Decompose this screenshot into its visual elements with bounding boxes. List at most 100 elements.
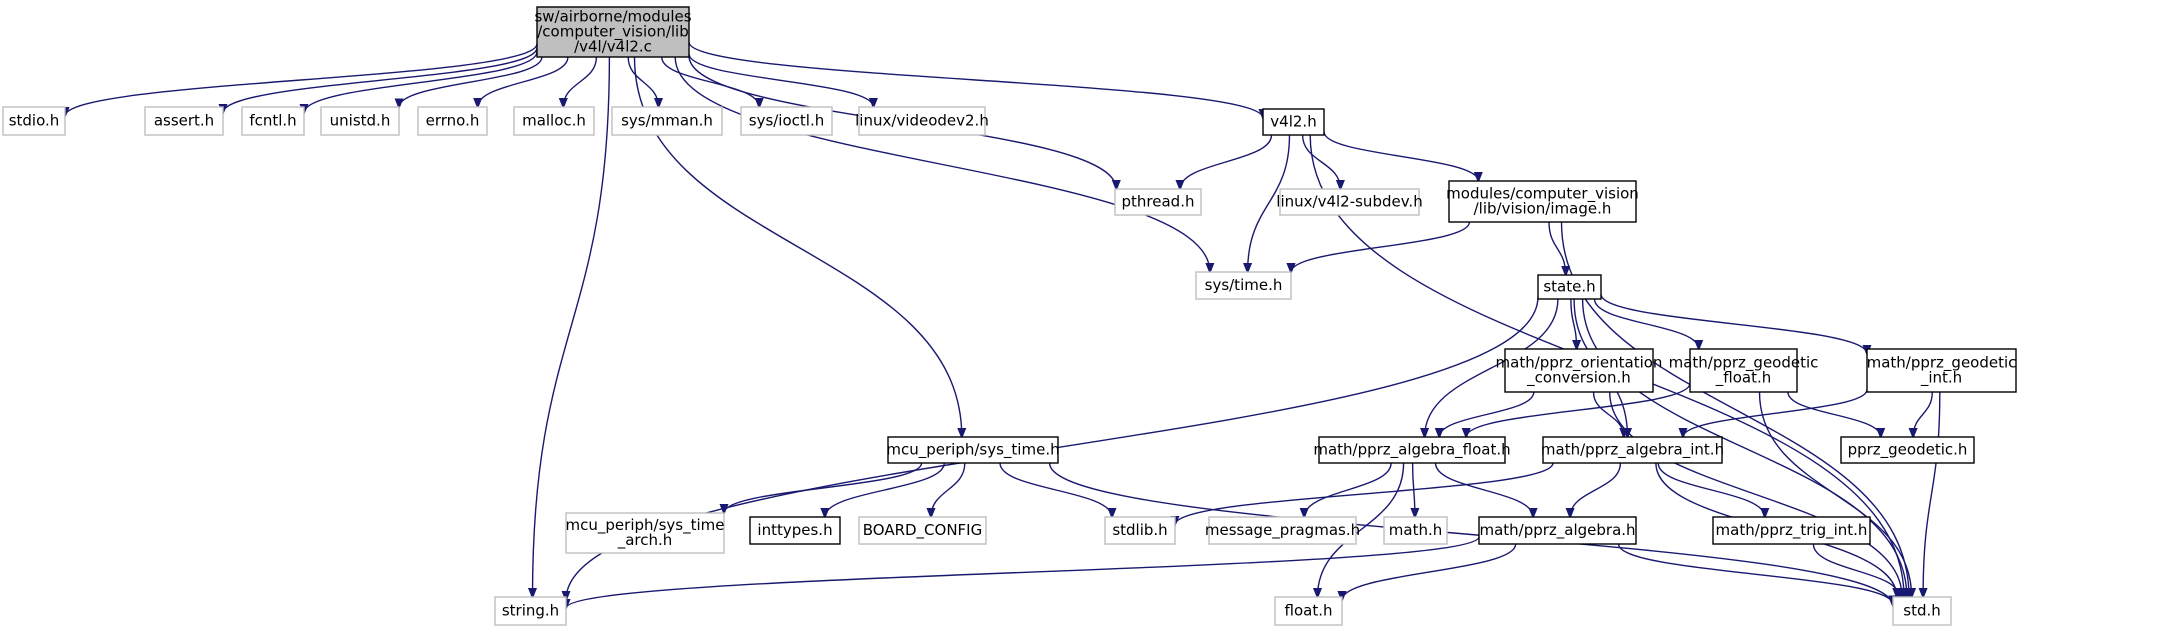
node-msgprag: message_pragmas.h bbox=[1205, 516, 1360, 545]
node-systime-box bbox=[1195, 271, 1292, 300]
edge-geoint-to-algint bbox=[1683, 389, 1868, 437]
node-systime-label-line-0: sys/time.h bbox=[1205, 276, 1283, 294]
node-sysioctl: sys/ioctl.h bbox=[740, 106, 833, 136]
node-root-label-line-0: sw/airborne/modules bbox=[534, 8, 691, 26]
edge-algint-to-alg bbox=[1570, 462, 1622, 517]
node-stdh-box bbox=[1892, 596, 1952, 626]
node-board: BOARD_CONFIG bbox=[858, 516, 987, 545]
node-subdev-box bbox=[1279, 188, 1420, 216]
edge-root-to-string bbox=[533, 56, 611, 597]
node-image-label-line-1: /lib/vision/image.h bbox=[1474, 200, 1612, 218]
node-subdev: linux/v4l2-subdev.h bbox=[1276, 188, 1423, 216]
edge-root-to-sysmman bbox=[627, 56, 658, 107]
node-geoint[interactable]: math/pprz_geodetic_int.h bbox=[1866, 348, 2017, 393]
node-alg[interactable]: math/pprz_algebra.h bbox=[1478, 516, 1637, 545]
node-algfloat[interactable]: math/pprz_algebra_float.h bbox=[1313, 436, 1511, 464]
node-floath-label-line-0: float.h bbox=[1285, 602, 1333, 620]
node-mcuarch-label-line-1: _arch.h bbox=[617, 531, 673, 550]
node-v4l2h[interactable]: v4l2.h bbox=[1262, 108, 1325, 136]
edge-orient-to-algfloat bbox=[1439, 391, 1535, 437]
node-sysioctl-label-line-0: sys/ioctl.h bbox=[749, 112, 824, 130]
edge-root-to-systime bbox=[674, 56, 1210, 272]
node-fcntl-box bbox=[241, 106, 305, 136]
node-geofloat-label-line-1: _float.h bbox=[1715, 369, 1771, 388]
edge-mcu-to-stdlib bbox=[999, 462, 1112, 517]
edge-alg-to-floath bbox=[1342, 543, 1517, 600]
node-fcntl-label-line-0: fcntl.h bbox=[249, 112, 296, 130]
node-mcuarch: mcu_periph/sys_time_arch.h bbox=[565, 512, 725, 554]
node-stdio: stdio.h bbox=[2, 106, 66, 136]
node-stdlib: stdlib.h bbox=[1104, 516, 1176, 545]
node-malloc-label-line-0: malloc.h bbox=[522, 112, 586, 130]
node-sysioctl-box bbox=[740, 106, 833, 136]
node-root[interactable]: sw/airborne/modules/computer_vision/lib/… bbox=[534, 6, 692, 58]
node-geoint-label-line-0: math/pprz_geodetic bbox=[1867, 354, 2017, 373]
node-fcntl: fcntl.h bbox=[241, 106, 305, 136]
edge-root-to-videodev2 bbox=[688, 53, 873, 107]
node-trigint[interactable]: math/pprz_trig_int.h bbox=[1712, 516, 1871, 545]
node-state-label-line-0: state.h bbox=[1543, 278, 1595, 296]
node-image[interactable]: modules/computer_vision/lib/vision/image… bbox=[1446, 180, 1639, 223]
node-assert-box bbox=[144, 106, 224, 136]
edge-state-to-geofloat bbox=[1593, 298, 1699, 349]
node-sysmman-label-line-0: sys/mman.h bbox=[621, 112, 713, 130]
edge-geofloat-to-algfloat bbox=[1466, 383, 1691, 437]
node-pthread-box bbox=[1114, 188, 1202, 216]
node-mcuarch-box bbox=[565, 512, 725, 554]
node-inttypes-label-line-0: inttypes.h bbox=[757, 521, 832, 539]
node-trigint-box bbox=[1712, 516, 1871, 545]
node-trigint-label-line-0: math/pprz_trig_int.h bbox=[1716, 521, 1868, 540]
node-geofloat[interactable]: math/pprz_geodetic_float.h bbox=[1669, 348, 1819, 393]
edge-orient-to-stdh bbox=[1609, 391, 1902, 597]
node-errno-label-line-0: errno.h bbox=[426, 112, 480, 130]
edge-alg-to-stdh bbox=[1617, 543, 1893, 605]
edge-root-to-stdio bbox=[65, 43, 538, 117]
nodes-layer: sw/airborne/modules/computer_vision/lib /… bbox=[2, 6, 2017, 626]
node-orient[interactable]: math/pprz_orientation_conversion.h bbox=[1496, 348, 1663, 393]
edge-root-to-assert bbox=[223, 47, 538, 113]
node-msgprag-label-line-0: message_pragmas.h bbox=[1205, 521, 1360, 540]
edge-geofloat-to-stdh bbox=[1758, 391, 1912, 597]
node-root-box bbox=[536, 6, 690, 58]
node-mcuarch-label-line-0: mcu_periph/sys_time bbox=[566, 516, 725, 535]
node-stdlib-label-line-0: stdlib.h bbox=[1112, 521, 1167, 539]
edge-mcu-to-board bbox=[931, 462, 966, 517]
node-floath: float.h bbox=[1274, 596, 1343, 626]
edge-algint-to-trigint bbox=[1657, 462, 1765, 517]
node-pprzgeo[interactable]: pprz_geodetic.h bbox=[1840, 436, 1975, 464]
node-errno-box bbox=[417, 106, 488, 136]
edge-geoint-to-stdh bbox=[1923, 391, 1941, 597]
node-stdio-box bbox=[2, 106, 66, 136]
edge-root-to-unistd bbox=[399, 56, 543, 107]
edge-v4l2h-to-subdev bbox=[1301, 134, 1341, 189]
edge-mcu-to-mcuarch bbox=[724, 462, 923, 513]
node-root-label-line-1: /computer_vision/lib bbox=[537, 23, 689, 42]
edge-state-to-algfloat bbox=[1425, 298, 1559, 437]
edge-root-to-v4l2h bbox=[688, 41, 1263, 118]
node-string-box bbox=[494, 596, 567, 626]
node-algint[interactable]: math/pprz_algebra_int.h bbox=[1541, 436, 1724, 464]
node-sysmman-box bbox=[611, 106, 723, 136]
edge-root-to-fcntl bbox=[304, 51, 538, 113]
node-floath-box bbox=[1274, 596, 1343, 626]
node-state-box bbox=[1537, 274, 1602, 300]
node-stdio-label-line-0: stdio.h bbox=[9, 112, 60, 130]
node-state[interactable]: state.h bbox=[1537, 274, 1602, 300]
edge-v4l2h-to-systime bbox=[1248, 134, 1291, 272]
node-pprzgeo-label-line-0: pprz_geodetic.h bbox=[1848, 441, 1968, 460]
node-unistd-box bbox=[320, 106, 400, 136]
edge-orient-to-algint bbox=[1592, 391, 1624, 437]
edge-root-to-malloc bbox=[563, 56, 598, 107]
node-inttypes-box bbox=[749, 516, 841, 545]
node-geofloat-label-line-0: math/pprz_geodetic bbox=[1669, 354, 1819, 373]
node-inttypes[interactable]: inttypes.h bbox=[749, 516, 841, 545]
node-videodev2-label-line-0: linux/videodev2.h bbox=[855, 112, 989, 130]
node-unistd: unistd.h bbox=[320, 106, 400, 136]
node-algfloat-label-line-0: math/pprz_algebra_float.h bbox=[1313, 441, 1510, 460]
edge-algfloat-to-alg bbox=[1434, 462, 1534, 517]
node-mathh-box bbox=[1383, 516, 1448, 545]
edge-algfloat-to-floath bbox=[1318, 462, 1405, 597]
node-mcu[interactable]: mcu_periph/sys_time.h bbox=[886, 436, 1060, 464]
node-assert: assert.h bbox=[144, 106, 224, 136]
